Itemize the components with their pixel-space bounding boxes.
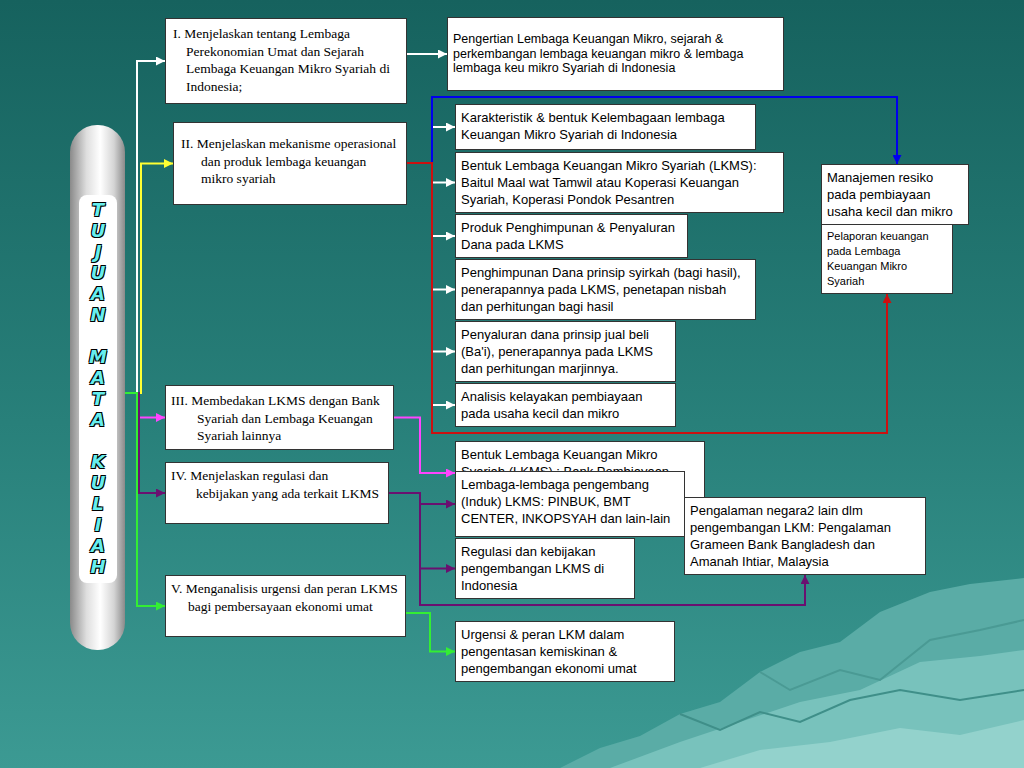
- box-text: Bentuk Lembaga Keuangan Mikro Syariah (L…: [461, 157, 778, 208]
- box-text: Pelaporan keuangan pada Lembaga Keuangan…: [827, 229, 947, 289]
- title-letter: U: [79, 262, 117, 283]
- vertical-title: TUJUAN MATA KULIAH: [79, 199, 117, 577]
- box-text: V. Menganalisis urgensi dan peran LKMS b…: [188, 580, 400, 615]
- topic-box: Pengalaman negara2 lain dlm pengembangan…: [684, 497, 926, 575]
- box-text: Lembaga-lembaga pengembang (Induk) LKMS:…: [461, 476, 679, 527]
- topic-box: Manajemen resiko pada pembiayaan usaha k…: [821, 164, 969, 225]
- objective-box: I. Menjelaskan tentang Lembaga Perekonom…: [165, 18, 407, 104]
- title-letter: I: [79, 514, 117, 535]
- topic-box: Pengertian Lembaga Keuangan Mikro, sejar…: [447, 17, 784, 91]
- box-text: Regulasi dan kebijakan pengembangan LKMS…: [461, 543, 629, 594]
- title-letter: K: [79, 451, 117, 472]
- box-text: Penyaluran dana prinsip jual beli (Ba'i)…: [461, 326, 670, 377]
- connector-arrow: [125, 164, 173, 394]
- title-pill: TUJUAN MATA KULIAH: [70, 125, 125, 650]
- box-text: Urgensi & peran LKM dalam pengentasan ke…: [461, 626, 669, 677]
- box-text: IV. Menjelaskan regulasi dan kebijakan y…: [196, 467, 383, 502]
- objective-box: IV. Menjelaskan regulasi dan kebijakan y…: [165, 462, 389, 524]
- title-letter: H: [79, 556, 117, 577]
- title-letter: J: [79, 241, 117, 262]
- topic-box: Analisis kelayakan pembiayaan pada usaha…: [455, 383, 676, 427]
- title-letter: A: [79, 367, 117, 388]
- connector-arrow: [389, 493, 455, 569]
- topic-box: Karakteristik & bentuk Kelembagaan lemba…: [455, 104, 756, 150]
- box-text: Pengertian Lembaga Keuangan Mikro, sejar…: [453, 32, 778, 76]
- topic-box: Bentuk Lembaga Keuangan Mikro Syariah (L…: [455, 152, 784, 213]
- topic-box: Produk Penghimpunan & Penyaluran Dana pa…: [455, 214, 688, 258]
- connector-arrow: [394, 418, 455, 474]
- title-letter: U: [79, 472, 117, 493]
- connector-arrow: [406, 613, 455, 652]
- box-text: III. Membedakan LKMS dengan Bank Syariah…: [197, 392, 388, 445]
- box-text: II. Menjelaskan mekanisme operasional da…: [201, 135, 401, 188]
- objective-box: II. Menjelaskan mekanisme operasional da…: [173, 122, 407, 205]
- title-letter: [79, 325, 117, 346]
- box-text: Karakteristik & bentuk Kelembagaan lemba…: [461, 109, 750, 143]
- title-letter: M: [79, 346, 117, 367]
- box-text: Manajemen resiko pada pembiayaan usaha k…: [827, 169, 963, 220]
- topic-box: Lembaga-lembaga pengembang (Induk) LKMS:…: [455, 471, 685, 537]
- box-text: Pengalaman negara2 lain dlm pengembangan…: [690, 502, 920, 570]
- connector-arrow: [407, 53, 447, 55]
- title-letter: U: [79, 220, 117, 241]
- title-letter: A: [79, 535, 117, 556]
- mountain-ridge: [680, 690, 1024, 730]
- title-letter: A: [79, 409, 117, 430]
- objective-box: III. Membedakan LKMS dengan Bank Syariah…: [165, 385, 394, 450]
- title-letter: [79, 430, 117, 451]
- objective-box: V. Menganalisis urgensi dan peran LKMS b…: [165, 575, 406, 637]
- connector-arrow: [125, 393, 165, 418]
- mountain-shape: [700, 720, 1024, 768]
- title-letter: L: [79, 493, 117, 514]
- connector-arrow: [125, 393, 165, 606]
- title-letter: T: [79, 388, 117, 409]
- topic-box: Pelaporan keuangan pada Lembaga Keuangan…: [821, 224, 953, 294]
- box-text: Analisis kelayakan pembiayaan pada usaha…: [461, 388, 670, 422]
- topic-box: Urgensi & peran LKM dalam pengentasan ke…: [455, 621, 675, 682]
- topic-box: Penghimpunan Dana prinsip syirkah (bagi …: [455, 259, 756, 320]
- connector-arrow: [125, 393, 165, 493]
- topic-box: Regulasi dan kebijakan pengembangan LKMS…: [455, 538, 635, 599]
- topic-box: Penyaluran dana prinsip jual beli (Ba'i)…: [455, 321, 676, 382]
- box-text: I. Menjelaskan tentang Lembaga Perekonom…: [186, 25, 401, 95]
- title-letter: A: [79, 283, 117, 304]
- mountain-ridge: [760, 620, 1024, 690]
- box-text: Penghimpunan Dana prinsip syirkah (bagi …: [461, 264, 750, 315]
- title-letter: N: [79, 304, 117, 325]
- title-letter: T: [79, 199, 117, 220]
- connector-arrow: [125, 61, 165, 393]
- connector-arrow: [389, 493, 455, 504]
- box-text: Produk Penghimpunan & Penyaluran Dana pa…: [461, 219, 682, 253]
